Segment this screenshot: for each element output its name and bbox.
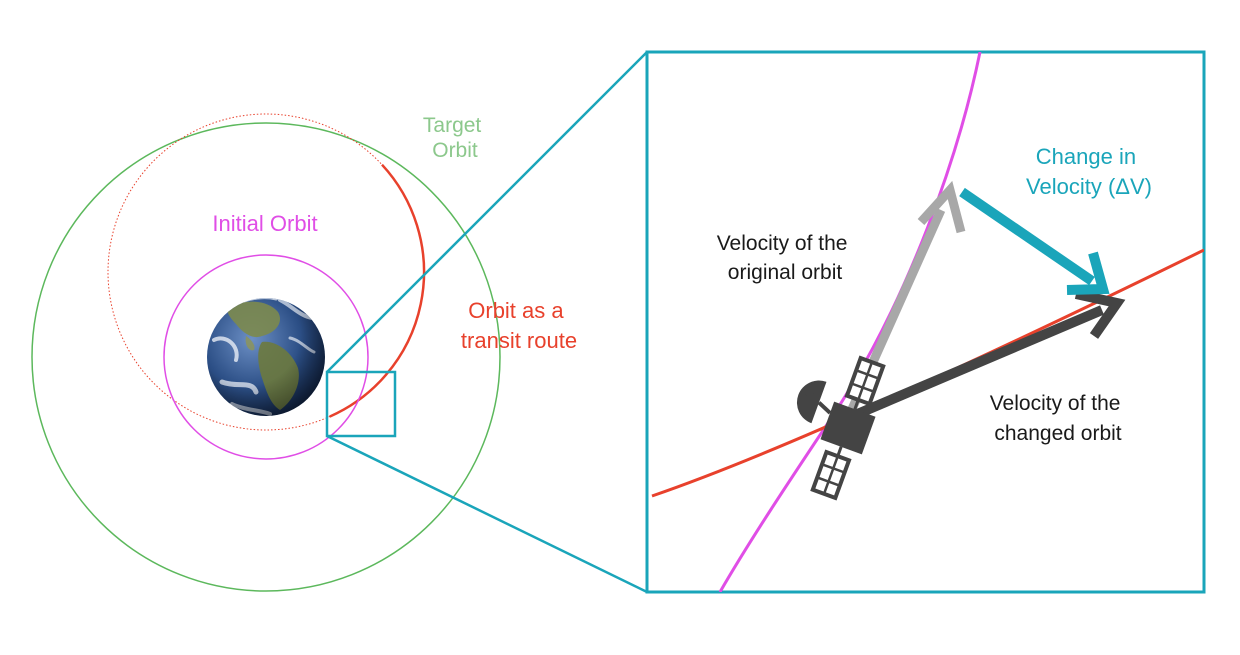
delta-v-arrow bbox=[959, 187, 1110, 295]
satellite-icon bbox=[796, 355, 886, 501]
changed-velocity-label: Velocity of the changed orbit bbox=[990, 392, 1127, 445]
zoom-connector-top bbox=[326, 51, 648, 373]
transfer-orbit-arc bbox=[329, 163, 426, 418]
changed-velocity-arrow bbox=[846, 289, 1126, 423]
zoom-connector-bottom bbox=[326, 434, 648, 594]
initial-orbit bbox=[163, 254, 369, 460]
initial-orbit-label: Initial Orbit bbox=[212, 211, 317, 236]
earth-globe-icon bbox=[207, 298, 325, 416]
target-orbit-label: Target Orbit bbox=[423, 114, 487, 162]
delta-v-label: Change in Velocity (ΔV) bbox=[1026, 144, 1152, 199]
target-orbit bbox=[31, 122, 501, 592]
transit-orbit-label: Orbit as a transit route bbox=[461, 298, 577, 353]
zoom-frame bbox=[645, 50, 1206, 594]
original-velocity-label: Velocity of the original orbit bbox=[717, 232, 854, 284]
zoom-source-box bbox=[325, 370, 397, 438]
